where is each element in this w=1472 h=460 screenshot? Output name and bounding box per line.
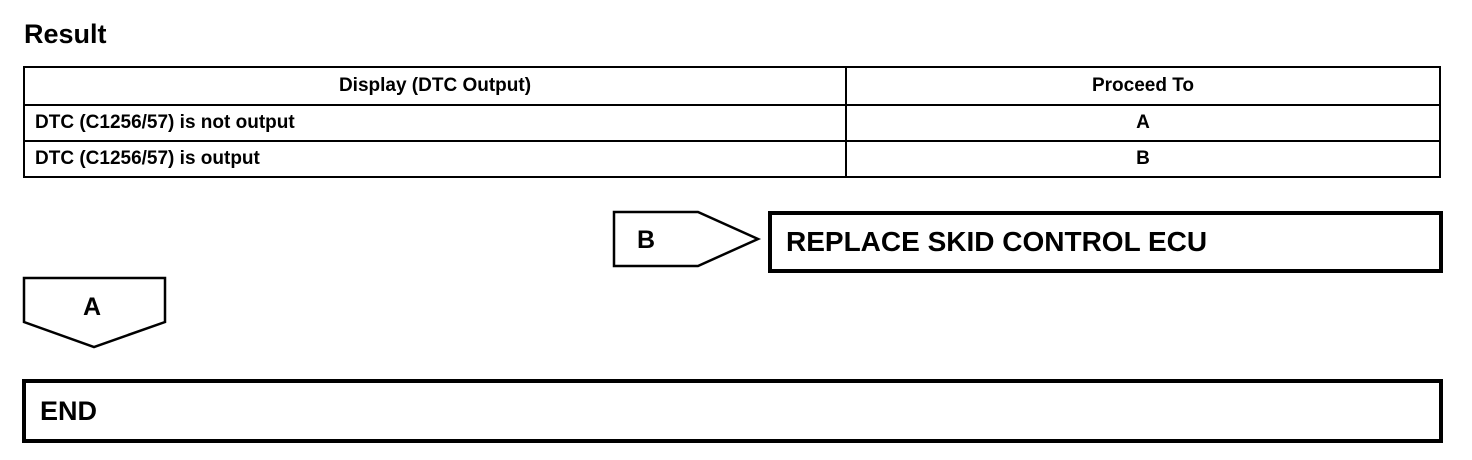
branch-a-arrow-shape (22, 276, 167, 349)
row-proceed-cell: A (845, 104, 1441, 142)
table-row: DTC (C1256/57) is output B (23, 140, 1441, 178)
row-display-cell: DTC (C1256/57) is output (23, 140, 847, 178)
table-row: DTC (C1256/57) is not output A (23, 104, 1441, 142)
branch-a-label: A (83, 293, 102, 321)
replace-ecu-box: REPLACE SKID CONTROL ECU (768, 211, 1443, 273)
result-table: Display (DTC Output) Proceed To DTC (C12… (23, 66, 1441, 178)
header-display: Display (DTC Output) (23, 66, 847, 106)
branch-b-arrow-shape (612, 210, 762, 268)
end-text: END (40, 395, 98, 426)
section-title: Result (24, 19, 107, 49)
row-display-cell: DTC (C1256/57) is not output (23, 104, 847, 142)
row-proceed-cell: B (845, 140, 1441, 178)
header-proceed-to: Proceed To (845, 66, 1441, 106)
table-header-row: Display (DTC Output) Proceed To (23, 66, 1441, 106)
branch-b-label: B (637, 226, 656, 254)
end-box: END (22, 379, 1443, 443)
replace-ecu-text: REPLACE SKID CONTROL ECU (786, 226, 1208, 257)
